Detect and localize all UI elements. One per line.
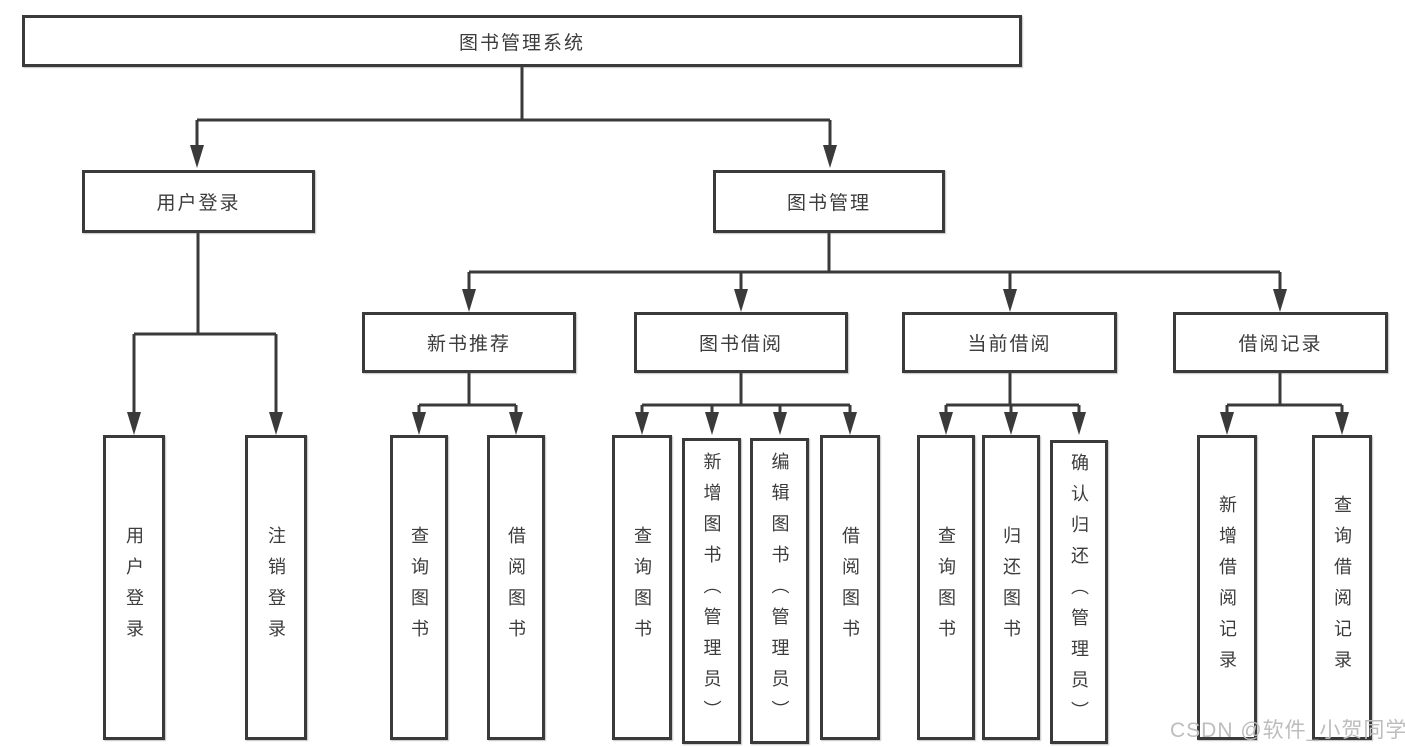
arrow-down-icon: [939, 412, 953, 435]
connector-user-login-to-leaves: [132, 233, 278, 417]
node-book-management-label: 图书管理: [786, 193, 871, 214]
leaf-br-query-record-label: 查询借阅记录: [1332, 494, 1352, 681]
node-root: 图书管理系统: [22, 15, 1022, 67]
csdn-watermark: CSDN @软件_小贺同学: [1170, 719, 1405, 742]
node-user-login-label: 用户登录: [156, 193, 241, 214]
arrow-down-icon: [635, 412, 649, 435]
arrow-down-icon: [1072, 412, 1086, 435]
leaf-user-login-label: 用户登录: [124, 525, 144, 650]
node-borrowing-records-label: 借阅记录: [1238, 334, 1323, 355]
connector-root-to-level2: [195, 67, 832, 150]
leaf-nbr-query-books-label: 查询图书: [409, 525, 429, 650]
arrow-down-icon: [127, 412, 141, 435]
arrow-down-icon: [509, 412, 523, 435]
arrow-down-icon: [1220, 412, 1234, 435]
leaf-bb-add-books-admin: 新增图书（管理员）: [682, 438, 741, 744]
node-new-book-recommend-label: 新书推荐: [426, 334, 511, 355]
arrow-down-icon: [1003, 289, 1017, 312]
leaf-nbr-borrow-books: 借阅图书: [487, 435, 545, 740]
leaf-cb-return-books-label: 归还图书: [1001, 525, 1021, 650]
node-current-borrowing-label: 当前借阅: [967, 334, 1052, 355]
arrow-down-icon: [269, 412, 283, 435]
leaf-nbr-query-books: 查询图书: [390, 435, 448, 740]
leaf-logout-label: 注销登录: [266, 525, 286, 650]
leaf-cb-confirm-return-admin: 确认归还（管理员）: [1050, 440, 1108, 744]
leaf-logout: 注销登录: [245, 435, 307, 740]
leaf-bb-edit-books-admin: 编辑图书（管理员）: [750, 438, 809, 744]
leaf-cb-confirm-return-admin-label: 确认归还（管理员）: [1069, 452, 1089, 732]
node-root-label: 图书管理系统: [458, 32, 585, 54]
leaf-cb-return-books: 归还图书: [982, 435, 1040, 740]
connector-borrowing-records-to-leaves: [1225, 373, 1344, 418]
arrow-down-icon: [773, 412, 787, 435]
node-user-login: 用户登录: [82, 170, 315, 233]
arrow-down-icon: [462, 289, 476, 312]
node-book-management: 图书管理: [713, 170, 945, 233]
node-borrowing-records: 借阅记录: [1173, 312, 1388, 373]
leaf-bb-add-books-admin-label: 新增图书（管理员）: [701, 451, 722, 731]
node-book-borrowing: 图书借阅: [634, 312, 848, 373]
leaf-bb-borrow-books: 借阅图书: [820, 435, 880, 740]
leaf-bb-edit-books-admin-label: 编辑图书（管理员）: [769, 451, 790, 731]
arrow-down-icon: [1004, 412, 1018, 435]
arrow-down-icon: [1273, 289, 1287, 312]
node-book-borrowing-label: 图书借阅: [698, 334, 783, 355]
leaf-nbr-borrow-books-label: 借阅图书: [506, 525, 526, 650]
arrow-down-icon: [190, 145, 204, 168]
connector-book-borrowing-to-leaves: [640, 373, 852, 418]
connector-current-borrowing-to-leaves: [944, 373, 1081, 418]
arrow-down-icon: [412, 412, 426, 435]
leaf-bb-query-books-label: 查询图书: [632, 525, 652, 650]
leaf-user-login: 用户登录: [103, 435, 165, 740]
leaf-bb-query-books: 查询图书: [612, 435, 672, 740]
leaf-br-query-record: 查询借阅记录: [1312, 435, 1372, 740]
arrow-down-icon: [823, 145, 837, 168]
leaf-bb-borrow-books-label: 借阅图书: [840, 525, 860, 650]
leaf-br-add-record-label: 新增借阅记录: [1217, 494, 1237, 681]
leaf-br-add-record: 新增借阅记录: [1197, 435, 1257, 740]
node-current-borrowing: 当前借阅: [902, 312, 1117, 373]
arrow-down-icon: [843, 412, 857, 435]
node-new-book-recommend: 新书推荐: [362, 312, 576, 373]
arrow-down-icon: [734, 289, 748, 312]
leaf-cb-query-books: 查询图书: [917, 435, 975, 740]
connector-book-management-to-level3: [467, 233, 1282, 295]
arrow-down-icon: [705, 412, 719, 435]
leaf-cb-query-books-label: 查询图书: [936, 525, 956, 650]
connector-new-book-recommend-to-leaves: [417, 373, 518, 418]
arrow-down-icon: [1335, 412, 1349, 435]
